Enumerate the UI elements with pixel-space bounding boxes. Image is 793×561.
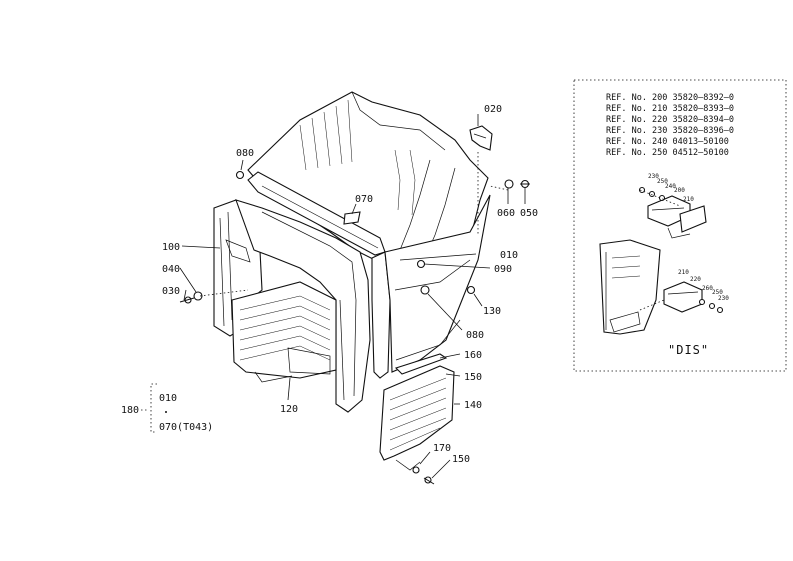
detail-bottom-label-210: 210 xyxy=(678,269,689,276)
lower-grille-120 xyxy=(231,281,337,379)
callout-020: 020 xyxy=(484,104,502,115)
callout-170: 170 xyxy=(433,443,451,454)
ref-row-220: REF. No. 220 35820—8394—0 xyxy=(606,115,734,125)
nut-080-top xyxy=(235,170,245,180)
nut-080-mid xyxy=(420,285,430,295)
callout-130: 130 xyxy=(483,306,501,317)
hinge-detail-lower: 210 220 260 250 230 xyxy=(599,239,729,335)
detail-bottom-label-230: 230 xyxy=(718,295,729,302)
ref-row-240: REF. No. 240 04013—50100 xyxy=(606,137,729,147)
callout-150-bottom: 150 xyxy=(452,454,470,465)
callout-070: 070 xyxy=(355,194,373,205)
callout-080-top: 080 xyxy=(236,148,254,159)
ref-row-250: REF. No. 250 04512—50100 xyxy=(606,148,729,158)
grommet-130 xyxy=(466,285,476,295)
callout-050: 050 xyxy=(520,208,538,219)
callout-080-mid: 080 xyxy=(466,330,484,341)
washer-170 xyxy=(412,466,420,474)
detail-box-border xyxy=(573,79,787,372)
detail-bottom-label-220: 220 xyxy=(690,276,701,283)
right-side-panel xyxy=(384,194,491,373)
callout-060: 060 xyxy=(497,208,515,219)
bar-160 xyxy=(394,353,448,375)
nut-090 xyxy=(416,259,426,269)
callout-160: 160 xyxy=(464,350,482,361)
bracket-020 xyxy=(469,125,493,151)
washer-060 xyxy=(504,179,514,189)
detail-top-label-200: 200 xyxy=(674,187,685,194)
callout-090: 090 xyxy=(494,264,512,275)
callout-120: 120 xyxy=(280,404,298,415)
detail-top-label-230: 230 xyxy=(648,173,659,180)
detail-bottom-label-250: 250 xyxy=(712,289,723,296)
callout-100: 100 xyxy=(162,242,180,253)
clip-070 xyxy=(343,211,361,225)
callout-030: 030 xyxy=(162,286,180,297)
ref-row-200: REF. No. 200 35820—8392—0 xyxy=(606,93,734,103)
detail-bottom-label-260: 260 xyxy=(702,285,713,292)
ref-table: REF. No. 200 35820—8392—0 REF. No. 210 3… xyxy=(606,93,734,158)
ref-row-230: REF. No. 230 35820—8396—0 xyxy=(606,126,734,136)
assembly-label: 180 xyxy=(121,405,139,416)
callout-labels: 020 080 070 060 050 100 010 090 040 030 … xyxy=(162,104,538,465)
detail-title: "DIS" xyxy=(668,343,709,357)
front-grille-assembly xyxy=(179,91,530,485)
callout-010: 010 xyxy=(500,250,518,261)
assembly-180: 180 010 070(T043) xyxy=(121,383,213,433)
ref-row-210: REF. No. 210 35820—8393—0 xyxy=(606,104,734,114)
callout-140: 140 xyxy=(464,400,482,411)
detail-top-label-250: 250 xyxy=(657,178,668,185)
assembly-item-010: 010 xyxy=(159,393,177,404)
washer-040 xyxy=(193,291,203,301)
callout-150-mid: 150 xyxy=(464,372,482,383)
detail-box: REF. No. 200 35820—8392—0 REF. No. 210 3… xyxy=(573,79,787,372)
assembly-item-070: 070(T043) xyxy=(159,422,213,433)
detail-top-label-240: 240 xyxy=(665,183,676,190)
hinge-detail-upper: 230 250 240 200 210 xyxy=(638,173,707,239)
detail-top-label-210: 210 xyxy=(683,196,694,203)
callout-040: 040 xyxy=(162,264,180,275)
